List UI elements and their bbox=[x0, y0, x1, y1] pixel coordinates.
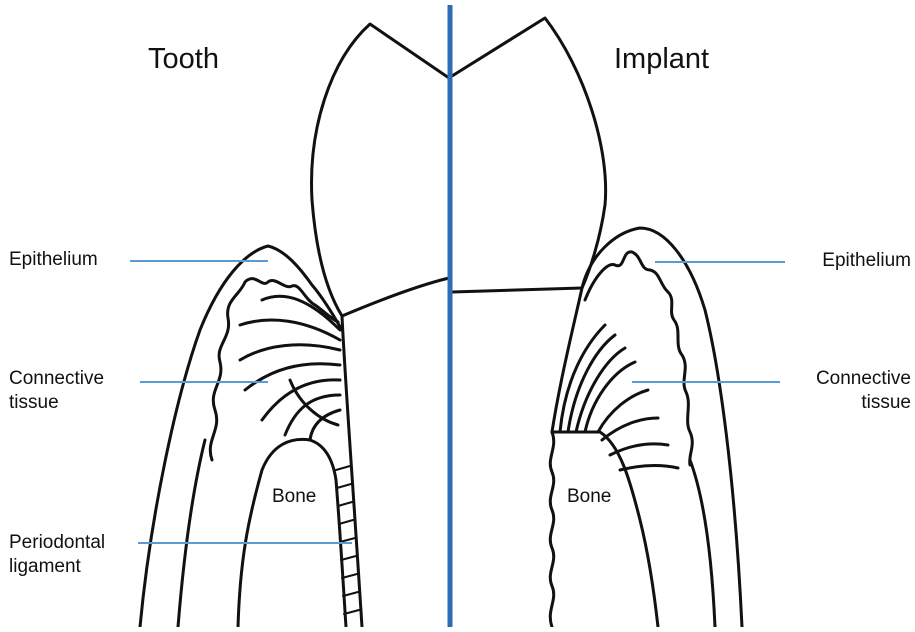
implant-fiber-3 bbox=[576, 348, 625, 432]
tooth-crown-base bbox=[342, 278, 449, 316]
label-epithelium-right: Epithelium bbox=[822, 250, 911, 273]
implant-fiber-6 bbox=[602, 418, 658, 440]
implant-surface bbox=[552, 288, 582, 432]
implant-crown bbox=[452, 18, 606, 288]
label-connective-right-line2: tissue bbox=[861, 392, 911, 415]
label-connective-left-line1: Connective bbox=[9, 368, 104, 391]
label-bone-left: Bone bbox=[272, 486, 316, 509]
tooth-crown bbox=[312, 24, 449, 316]
implant-fiber-4 bbox=[585, 362, 635, 432]
label-connective-left-line2: tissue bbox=[9, 392, 59, 415]
implant-bone bbox=[552, 432, 658, 627]
implant-bone-outer bbox=[690, 460, 715, 627]
tooth-epithelium-inner bbox=[210, 279, 338, 460]
tooth-root-surface bbox=[342, 316, 362, 627]
title-implant: Implant bbox=[614, 42, 709, 77]
label-bone-right: Bone bbox=[567, 486, 611, 509]
tooth-fiber-3 bbox=[240, 345, 340, 360]
implant-fiber-8 bbox=[620, 466, 678, 470]
label-epithelium-left: Epithelium bbox=[9, 249, 98, 272]
label-connective-right-line1: Connective bbox=[816, 368, 911, 391]
tooth-fiber-2 bbox=[240, 320, 340, 340]
label-periodontal-line2: ligament bbox=[9, 556, 81, 579]
label-periodontal-line1: Periodontal bbox=[9, 532, 105, 555]
implant-threads bbox=[550, 432, 553, 627]
implant-gingiva-outer bbox=[582, 228, 742, 627]
title-tooth: Tooth bbox=[148, 42, 219, 77]
tooth-bone-outer bbox=[178, 440, 205, 627]
tooth-fiber-8 bbox=[290, 380, 338, 425]
implant-abutment-line bbox=[452, 288, 582, 292]
tooth-bone bbox=[238, 439, 346, 627]
